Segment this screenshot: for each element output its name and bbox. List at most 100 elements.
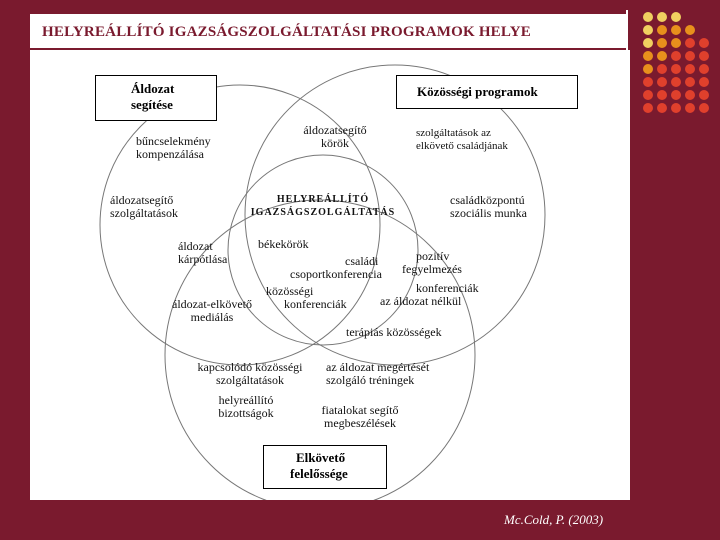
decorative-dot [643, 12, 653, 22]
decorative-dot [671, 90, 681, 100]
decorative-dot [657, 12, 667, 22]
decorative-dot [685, 77, 695, 87]
label-line: pozitív [416, 249, 450, 263]
title-bar: HELYREÁLLÍTÓ IGAZSÁGSZOLGÁLTATÁSI PROGRA… [30, 14, 626, 48]
label-line: az áldozat nélkül [380, 294, 462, 308]
decorative-dot [643, 77, 653, 87]
decorative-dot-grid [643, 12, 709, 113]
label-line: áldozatsegítő [303, 123, 367, 137]
label-line: áldozat-elkövető [172, 297, 252, 311]
victim-support-label-2: segítése [131, 97, 173, 112]
decorative-dot [657, 38, 667, 48]
decorative-dot [643, 103, 653, 113]
venn-diagram [99, 64, 546, 500]
label-line: kárpótlása [178, 252, 228, 266]
label-line: konferenciák [284, 297, 347, 311]
decorative-dot [699, 90, 709, 100]
diagram-panel: Áldozat segítése Közösségi programok Elk… [30, 50, 630, 500]
offender-responsibility-label-1: Elkövető [296, 450, 346, 465]
label-line: helyreállító [218, 393, 274, 407]
label-line: az áldozat megértését [326, 360, 430, 374]
offender-responsibility-box: Elkövető felelőssége [263, 445, 387, 489]
center-title-line-2: IGAZSÁGSZOLGÁLTATÁS [250, 207, 396, 218]
label-line: áldozatsegítő [110, 193, 174, 207]
decorative-dot [671, 77, 681, 87]
label-line: fegyelmezés [402, 262, 462, 276]
label-line: áldozat [178, 239, 213, 253]
offender-responsibility-label-2: felelőssége [290, 466, 348, 481]
decorative-dot [657, 77, 667, 87]
decorative-dot [671, 64, 681, 74]
label-therapeutic-communities: terápiás közösségek [346, 326, 442, 339]
label-line: családközpontú [450, 193, 525, 207]
label-line: békekörök [258, 237, 309, 251]
citation: Mc.Cold, P. (2003) [504, 512, 604, 527]
decorative-dot [643, 25, 653, 35]
label-line: szolgáló tréningek [326, 373, 415, 387]
decorative-dot [657, 51, 667, 61]
decorative-dot [657, 25, 667, 35]
decorative-dot [685, 51, 695, 61]
label-line: konferenciák [416, 281, 479, 295]
decorative-dot [685, 90, 695, 100]
label-line: fiatalokat segítő [321, 403, 399, 417]
victim-circle [99, 84, 381, 366]
decorative-dot [671, 51, 681, 61]
decorative-dot [643, 90, 653, 100]
decorative-dot [671, 103, 681, 113]
decorative-dot [671, 12, 681, 22]
community-programs-box: Közösségi programok [396, 75, 578, 109]
label-line: közösségi [266, 284, 314, 298]
decorative-dot [685, 25, 695, 35]
victim-support-label-1: Áldozat [131, 81, 175, 96]
decorative-dot [685, 38, 695, 48]
label-line: körök [321, 136, 349, 150]
label-line: bizottságok [218, 406, 274, 420]
decorative-dot [643, 64, 653, 74]
community-programs-label: Közösségi programok [417, 84, 538, 99]
label-line: szolgáltatások az [416, 127, 491, 139]
decorative-dot [699, 64, 709, 74]
decorative-dot [699, 77, 709, 87]
decorative-dot [699, 103, 709, 113]
center-title: HELYREÁLLÍTÓ IGAZSÁGSZOLGÁLTATÁS [242, 193, 404, 219]
decorative-dot [643, 38, 653, 48]
offender-circle [164, 199, 476, 500]
label-line: kapcsolódó közösségi [197, 360, 303, 374]
decorative-dot [643, 51, 653, 61]
label-line: családi [345, 254, 379, 268]
victim-support-box: Áldozat segítése [95, 75, 217, 121]
decorative-dot [685, 64, 695, 74]
label-line: elkövető családjának [416, 140, 508, 152]
decorative-dot [699, 51, 709, 61]
decorative-dot [657, 90, 667, 100]
decorative-dot [685, 103, 695, 113]
decorative-dot [671, 25, 681, 35]
label-line: kompenzálása [136, 147, 204, 161]
decorative-dot [671, 38, 681, 48]
label-peace-circles: békekörök [258, 238, 309, 251]
decorative-dot [657, 64, 667, 74]
center-circle [227, 154, 419, 346]
label-line: terápiás közösségek [346, 325, 442, 339]
center-title-line-1: HELYREÁLLÍTÓ [276, 194, 370, 205]
label-line: bűncselekmény [136, 134, 211, 148]
label-line: csoportkonferencia [290, 267, 382, 281]
label-line: szociális munka [450, 206, 527, 220]
decorative-dot [699, 38, 709, 48]
label-line: megbeszélések [324, 416, 396, 430]
